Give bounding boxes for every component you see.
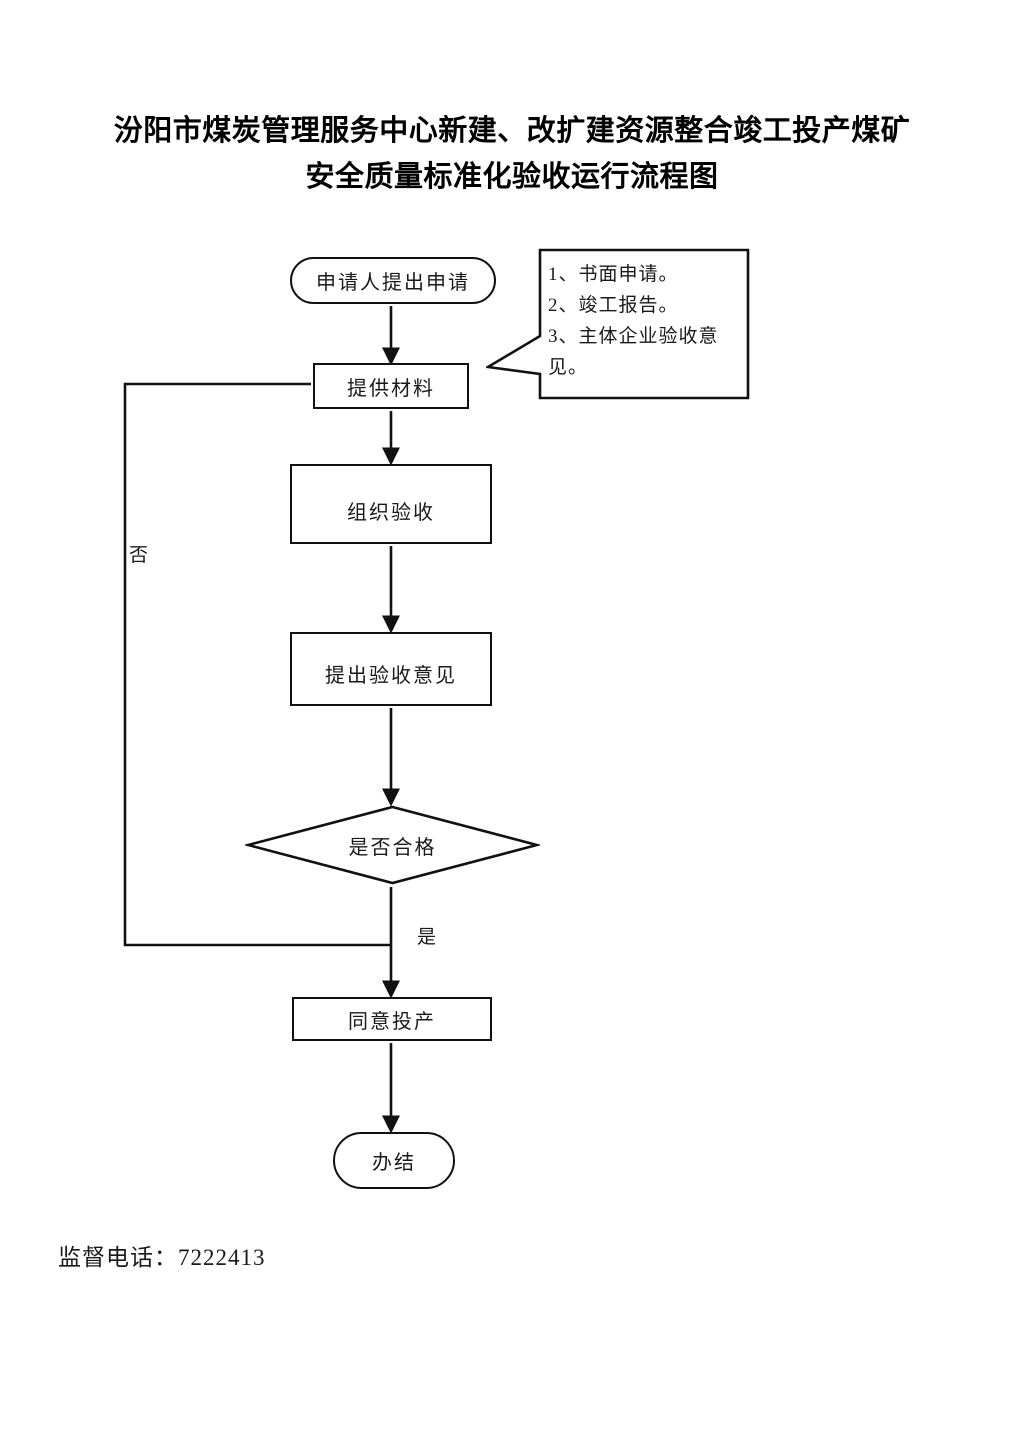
callout-line-3: 3、主体企业验收意 — [548, 326, 719, 347]
edge-label-no: 否 — [129, 545, 149, 566]
node-provide-materials: 提供材料 — [313, 363, 469, 409]
callout-line-2: 2、竣工报告。 — [548, 295, 679, 316]
node-decision-qualified-label: 是否合格 — [348, 836, 437, 859]
node-acceptance-opinion-label: 提出验收意见 — [325, 664, 457, 687]
node-approve-production-label: 同意投产 — [348, 1010, 436, 1033]
callout-bubble-shape — [486, 248, 750, 400]
supervision-phone: 监督电话：7222413 — [58, 1245, 266, 1270]
node-organize-acceptance: 组织验收 — [290, 464, 492, 544]
node-approve-production: 同意投产 — [292, 997, 492, 1041]
node-organize-acceptance-label: 组织验收 — [347, 501, 435, 524]
callout-required-materials: 1、书面申请。 2、竣工报告。 3、主体企业验收意 见。 — [486, 248, 750, 400]
node-start-label: 申请人提出申请 — [316, 272, 470, 294]
node-end-completed: 办结 — [333, 1132, 455, 1189]
node-decision-qualified: 是否合格 — [245, 805, 540, 885]
page-title-line-1: 汾阳市煤炭管理服务中心新建、改扩建资源整合竣工投产煤矿 — [113, 115, 911, 147]
node-provide-materials-label: 提供材料 — [347, 377, 435, 400]
page-title: 汾阳市煤炭管理服务中心新建、改扩建资源整合竣工投产煤矿 安全质量标准化验收运行流… — [80, 108, 944, 200]
node-start: 申请人提出申请 — [290, 257, 496, 304]
callout-line-4: 见。 — [548, 357, 589, 378]
node-end-completed-label: 办结 — [372, 1152, 416, 1174]
node-acceptance-opinion: 提出验收意见 — [290, 632, 492, 706]
page-title-line-2: 安全质量标准化验收运行流程图 — [305, 161, 719, 193]
callout-text: 1、书面申请。 2、竣工报告。 3、主体企业验收意 见。 — [548, 259, 740, 383]
diamond-shape — [245, 805, 540, 885]
callout-line-1: 1、书面申请。 — [548, 264, 679, 285]
edge-label-yes: 是 — [417, 927, 437, 948]
